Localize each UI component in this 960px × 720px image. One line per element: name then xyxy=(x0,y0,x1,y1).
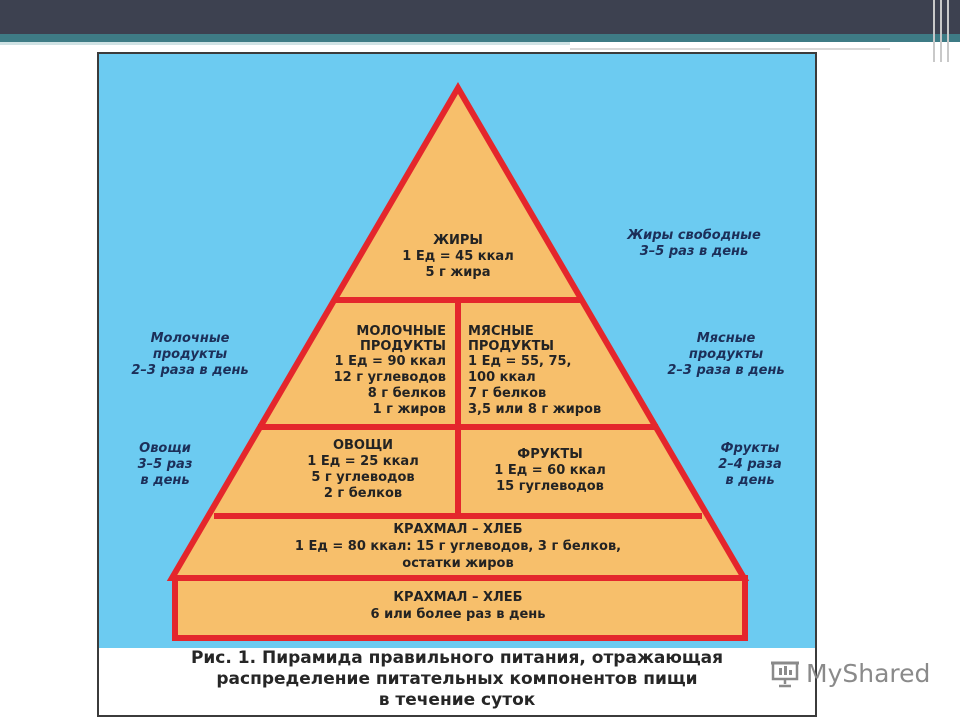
tier-vegetables-line: 1 Ед = 25 ккал xyxy=(307,454,418,469)
tier-vegetables-line: 2 г белков xyxy=(324,486,402,501)
slide-edge-line xyxy=(570,48,890,50)
side-label-fats: 3–5 раз в день xyxy=(640,244,749,259)
side-label-fruits: Фрукты xyxy=(721,441,780,456)
side-label-dairy: 2–3 раза в день xyxy=(131,363,248,378)
slide-accent-line xyxy=(0,34,960,42)
watermark-text: MyShared xyxy=(806,658,931,688)
tier-meat-line: 1 Ед = 55, 75, xyxy=(468,354,571,369)
tier-dairy-line: 1 Ед = 90 ккал xyxy=(335,354,446,369)
tier-starch-line: 1 Ед = 80 ккал: 15 г углеводов, 3 г белк… xyxy=(295,539,621,554)
pyramid-base-block xyxy=(172,575,748,641)
tier-fruits-title: ФРУКТЫ xyxy=(517,447,582,462)
tier-fats-title: ЖИРЫ xyxy=(433,233,483,248)
side-label-dairy: продукты xyxy=(153,347,228,362)
watermark: MyShared xyxy=(770,656,930,690)
tier-dairy-line: 8 г белков xyxy=(368,386,446,401)
side-label-meat: 2–3 раза в день xyxy=(667,363,784,378)
side-label-fruits: в день xyxy=(725,473,774,488)
slide-corner-stripe xyxy=(940,0,942,62)
figure-caption: Рис. 1. Пирамида правильного питания, от… xyxy=(99,648,815,715)
side-label-dairy: Молочные xyxy=(151,331,230,346)
tier-base-line: 6 или более раз в день xyxy=(371,607,546,622)
tier-fruits-line: 1 Ед = 60 ккал xyxy=(494,463,605,478)
side-label-vegetables: в день xyxy=(140,473,189,488)
tier-fats-line: 5 г жира xyxy=(425,265,490,280)
slide-corner-stripe xyxy=(933,0,935,62)
side-label-vegetables: 3–5 раз xyxy=(138,457,193,472)
tier-fats-line: 1 Ед = 45 ккал xyxy=(402,249,513,264)
tier-fruits-line: 15 гуглеводов xyxy=(496,479,604,494)
caption-line: Рис. 1. Пирамида правильного питания, от… xyxy=(190,648,724,668)
slide-accent-underline xyxy=(0,42,570,45)
caption-line: в течение суток xyxy=(378,690,536,710)
slide-top-bar xyxy=(0,0,960,34)
tier-vegetables-title: ОВОЩИ xyxy=(333,438,393,453)
slide-corner-stripe xyxy=(947,0,949,62)
caption-line: распределение питательных компонентов пи… xyxy=(216,669,698,689)
tier-starch-line: остатки жиров xyxy=(402,556,513,571)
tier-dairy-line: 12 г углеводов xyxy=(334,370,446,385)
tier-dairy-title: МОЛОЧНЫЕ xyxy=(356,324,446,339)
tier-meat-title: МЯСНЫЕ xyxy=(468,324,534,339)
tier-dairy-title: ПРОДУКТЫ xyxy=(360,339,446,354)
tier-meat-title: ПРОДУКТЫ xyxy=(468,339,554,354)
tier-vegetables-line: 5 г углеводов xyxy=(311,470,414,485)
tier-meat-line: 7 г белков xyxy=(468,386,546,401)
side-label-fats: Жиры свободные xyxy=(626,228,761,243)
side-label-vegetables: Овощи xyxy=(139,441,191,456)
side-label-fruits: 2–4 раза xyxy=(718,457,782,472)
tier-meat-line: 100 ккал xyxy=(468,370,536,385)
tier-meat-line: 3,5 или 8 г жиров xyxy=(468,402,601,417)
tier-base-title: КРАХМАЛ – ХЛЕБ xyxy=(393,590,522,605)
projector-screen-icon xyxy=(771,661,799,688)
tier-starch-title: КРАХМАЛ – ХЛЕБ xyxy=(393,522,522,537)
side-label-meat: Мясные xyxy=(697,331,756,346)
side-label-meat: продукты xyxy=(689,347,764,362)
tier-dairy-line: 1 г жиров xyxy=(373,402,446,417)
